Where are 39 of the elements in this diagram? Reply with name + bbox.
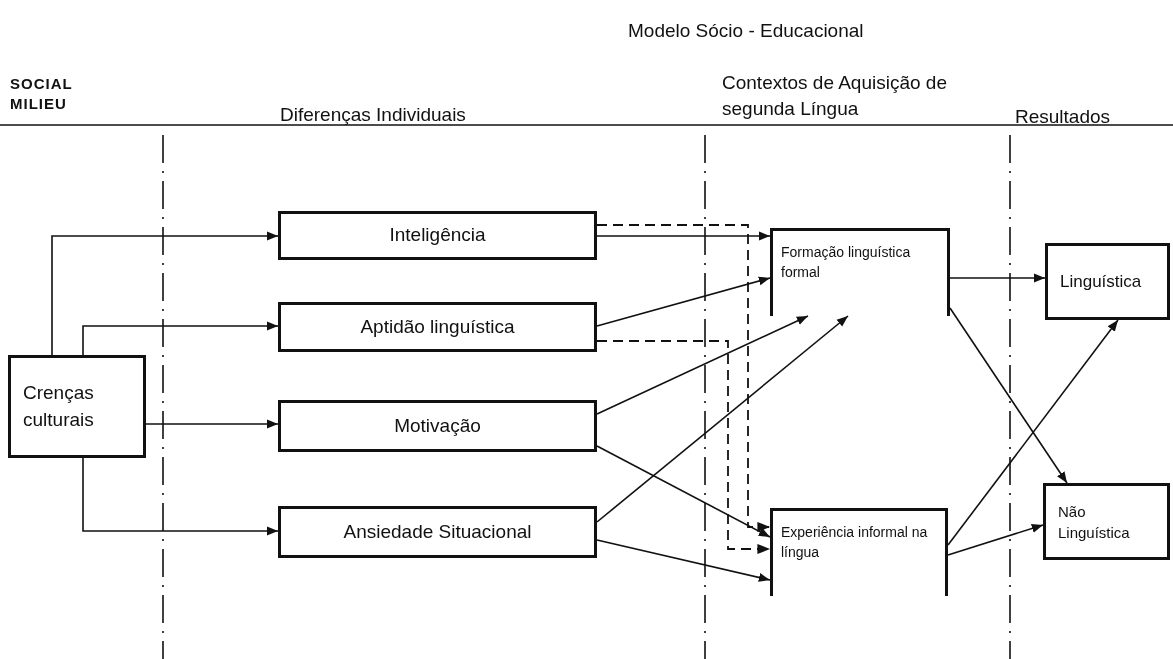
arrow <box>596 539 771 582</box>
arrow <box>82 457 279 536</box>
process-box <box>1043 483 1170 560</box>
arrow <box>82 321 279 356</box>
box-label: Linguística <box>1060 270 1142 293</box>
arrow <box>596 315 849 523</box>
box-label: Ansiedade Situacional <box>343 519 532 544</box>
arrow <box>947 319 1119 546</box>
box-label: Inteligência <box>389 223 486 248</box>
process-box <box>278 302 597 352</box>
arrow <box>596 224 771 533</box>
arrow <box>51 231 279 356</box>
column-heading: Resultados <box>1015 105 1112 129</box>
box-label: Não Linguística <box>1058 501 1131 543</box>
arrow <box>949 307 1068 484</box>
box-label: Experiência informal na língua <box>781 523 929 562</box>
diagram-title: Modelo Sócio - Educacional <box>628 20 864 42</box>
box-label: Aptidão linguística <box>360 314 515 339</box>
box-label: Motivação <box>394 413 481 438</box>
process-box <box>1045 243 1170 320</box>
arrow <box>596 445 771 538</box>
arrow <box>596 276 771 327</box>
process-box <box>278 506 597 558</box>
process-box <box>8 355 146 458</box>
process-box <box>278 400 597 452</box>
column-heading: Diferenças Individuais <box>280 103 467 127</box>
arrow <box>596 315 809 415</box>
column-heading: Contextos de Aquisição de segunda Língua <box>722 71 948 121</box>
arrow <box>596 340 771 555</box>
bracket-box <box>770 228 950 316</box>
arrow <box>596 231 771 241</box>
bracket-box <box>770 508 948 596</box>
arrow <box>949 273 1046 283</box>
arrow <box>947 524 1044 556</box>
box-label: Crenças culturais <box>23 380 95 432</box>
box-label: Formação linguística formal <box>781 243 912 282</box>
arrow <box>145 419 279 429</box>
column-heading: SOCIAL MILIEU <box>10 74 74 115</box>
process-box <box>278 211 597 260</box>
